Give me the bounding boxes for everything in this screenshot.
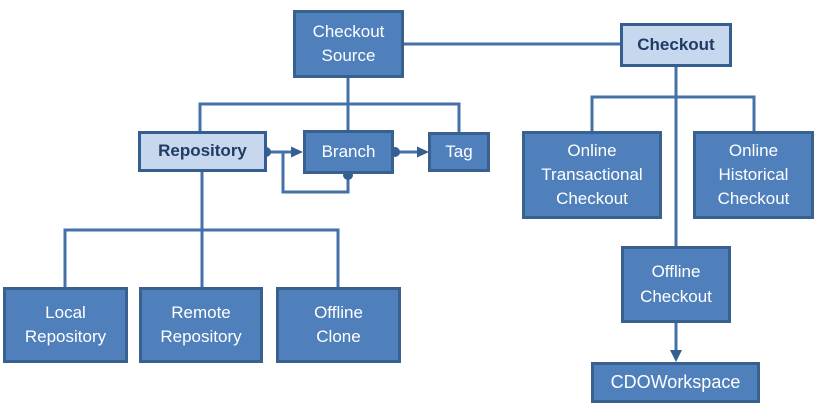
arrowhead-into-cdoworkspace	[670, 350, 682, 362]
node-offline-clone: Offline Clone	[276, 287, 401, 363]
node-online-historical-checkout-label: Online Historical Checkout	[717, 140, 790, 209]
node-offline-clone-label: Offline Clone	[314, 302, 363, 346]
node-checkout: Checkout	[620, 23, 732, 67]
node-online-transactional-checkout: Online Transactional Checkout	[522, 131, 662, 219]
node-online-transactional-checkout-label: Online Transactional Checkout	[541, 140, 643, 209]
node-tag: Tag	[428, 132, 490, 172]
node-cdoworkspace-label: CDOWorkspace	[610, 371, 741, 392]
node-offline-checkout: Offline Checkout	[621, 246, 731, 323]
node-local-repository-label: Local Repository	[24, 302, 107, 346]
node-branch-label: Branch	[321, 141, 376, 161]
node-remote-repository: Remote Repository	[139, 287, 263, 363]
node-local-repository: Local Repository	[3, 287, 128, 363]
node-online-historical-checkout: Online Historical Checkout	[693, 131, 814, 219]
node-tag-label: Tag	[445, 141, 473, 161]
node-cdoworkspace: CDOWorkspace	[591, 362, 760, 403]
node-offline-checkout-label: Offline Checkout	[640, 262, 712, 306]
node-branch: Branch	[303, 130, 394, 174]
node-checkout-label: Checkout	[637, 34, 715, 54]
node-remote-repository-label: Remote Repository	[160, 302, 242, 346]
arrowhead-into-tag	[417, 146, 429, 158]
node-checkout-source-label: Checkout Source	[312, 21, 385, 65]
node-repository-label: Repository	[158, 141, 247, 161]
arrowhead-into-branch	[291, 146, 303, 158]
node-repository: Repository	[138, 131, 267, 172]
node-checkout-source: Checkout Source	[293, 10, 404, 78]
